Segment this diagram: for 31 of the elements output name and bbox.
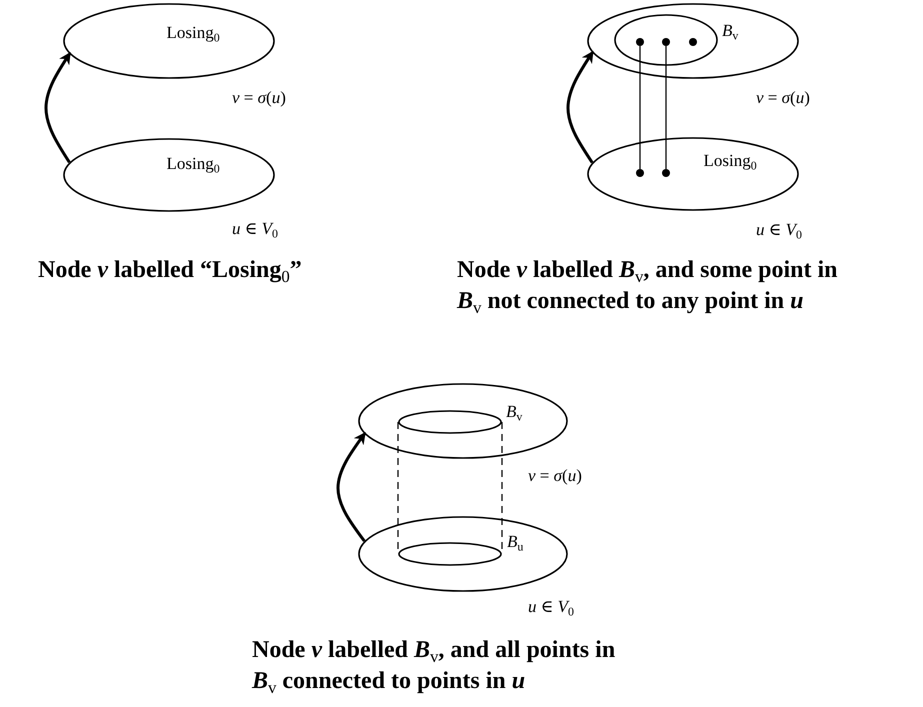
- relation-label: v = σ(u): [232, 88, 286, 106]
- node-label: Losing$_{0}$: [166, 154, 220, 172]
- curved-arrow: [336, 432, 366, 542]
- set-label: B$_{u}$: [507, 532, 524, 550]
- set-ellipse: [587, 3, 799, 79]
- node-label: Losing$_{0}$: [704, 152, 757, 168]
- point-dot: [689, 38, 697, 46]
- caption: Node v labelled “Losing$_{0}$”: [38, 256, 303, 286]
- set-label: B$_{v}$: [506, 402, 522, 420]
- relation-label: u ∈ V$_{0}$: [232, 220, 278, 236]
- caption: Node v labelled B$_{v}$, and all points in B$_{v}$ connected to points in u: [252, 636, 616, 698]
- curved-arrow: [44, 52, 71, 164]
- relation-label: v = σ(u): [528, 466, 582, 484]
- set-ellipse: [587, 137, 799, 211]
- set-ellipse: [358, 516, 568, 592]
- set-ellipse: [358, 383, 568, 459]
- node-label: Losing$_{0}$: [166, 24, 220, 40]
- relation-label: u ∈ V$_{0}$: [756, 220, 802, 238]
- relation-label: v = σ(u): [756, 88, 810, 106]
- relation-label: u ∈ V$_{0}$: [528, 598, 574, 614]
- connecting-line: [639, 46, 641, 169]
- connecting-line: [665, 46, 667, 169]
- set-ellipse: [63, 138, 275, 212]
- curved-arrow: [566, 50, 594, 164]
- point-dot: [636, 169, 644, 177]
- point-dot: [636, 38, 644, 46]
- point-dot: [662, 38, 670, 46]
- set-label: B$_{v}$: [722, 22, 738, 38]
- set-ellipse: [63, 3, 275, 79]
- caption: Node v labelled B$_{v}$, and some point in B$_{v}$ not connected to any point in u: [457, 256, 838, 318]
- point-dot: [662, 169, 670, 177]
